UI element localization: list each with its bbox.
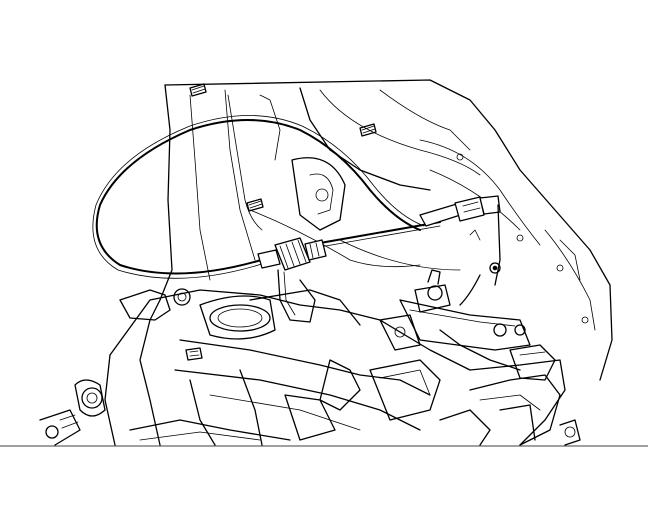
cable-end-fitting [419, 195, 501, 306]
cable-bracket [249, 237, 361, 326]
bolt-upper-left [189, 83, 207, 97]
bolt-upper-right [359, 123, 377, 137]
vehicle-body-panel [159, 79, 613, 381]
bolt-mid-left [246, 198, 264, 212]
mounting-bolts [189, 83, 377, 212]
shift-lever-linkage [379, 269, 531, 371]
shift-cable [92, 115, 441, 279]
transmission-housing [39, 288, 581, 446]
